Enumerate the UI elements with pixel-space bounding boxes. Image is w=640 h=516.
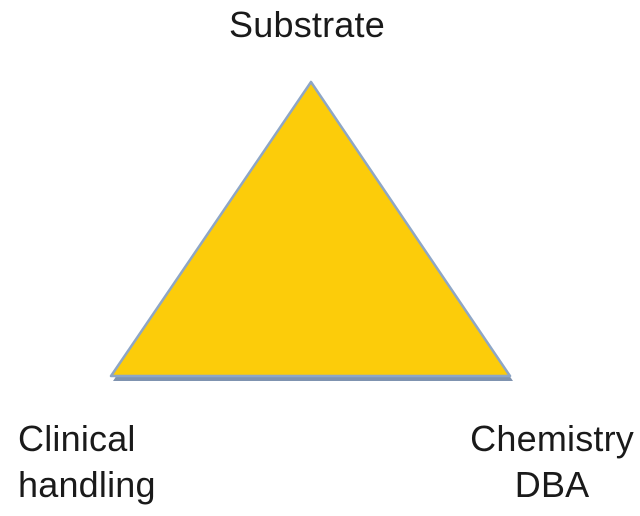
vertex-label-bottom-right-line-1: Chemistry (470, 418, 634, 459)
vertex-label-bottom-left-line-2: handling (18, 464, 156, 505)
triangle-shape (109, 80, 512, 378)
vertex-label-bottom-right-line-2: DBA (514, 464, 590, 505)
vertex-label-top: Substrate (0, 2, 614, 48)
vertex-label-top-line: Substrate (229, 4, 385, 45)
vertex-label-bottom-left: Clinical handling (18, 416, 156, 508)
vertex-label-bottom-right: Chemistry DBA (470, 416, 634, 508)
vertex-label-bottom-left-line-1: Clinical (18, 418, 136, 459)
